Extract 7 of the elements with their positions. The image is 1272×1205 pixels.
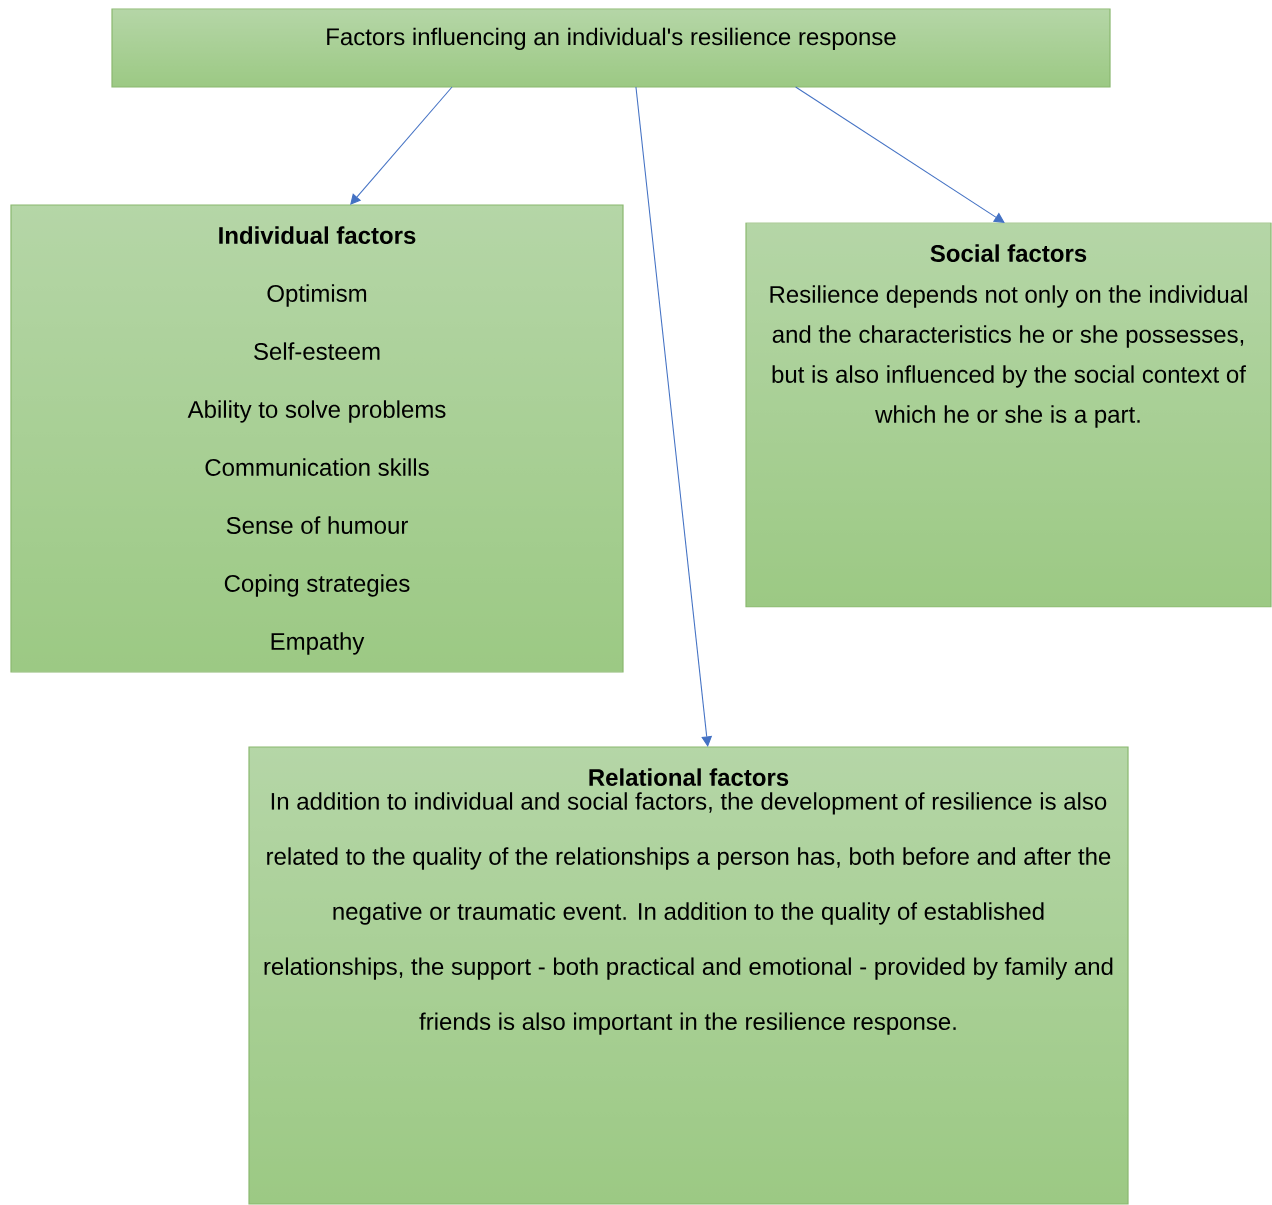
arrow (795, 86, 1005, 223)
arrow (350, 86, 453, 205)
title-box: Factors influencing an individual's resilience response (111, 8, 1111, 88)
factor-box: Individual factors Optimism Self-esteem Ability to solve problems Communication skills Sense of humour Coping strategies Empathy (10, 204, 624, 673)
factor-box: Relational factors In addition to individual and social factors, the development of resilience is also related to the quality of the relationships a person has, both before and after the negative or traumatic event. In addition to the quality of established relationships, the support - both practical and emotional - provided by family and friends is also important in the resilience response. (248, 746, 1129, 1205)
arrow (635, 86, 713, 747)
factor-box: Social factors Resilience depends not only on the individual and the characteristics he or she possesses, but is also influenced by the social context of which he or she is a part. (745, 222, 1272, 608)
